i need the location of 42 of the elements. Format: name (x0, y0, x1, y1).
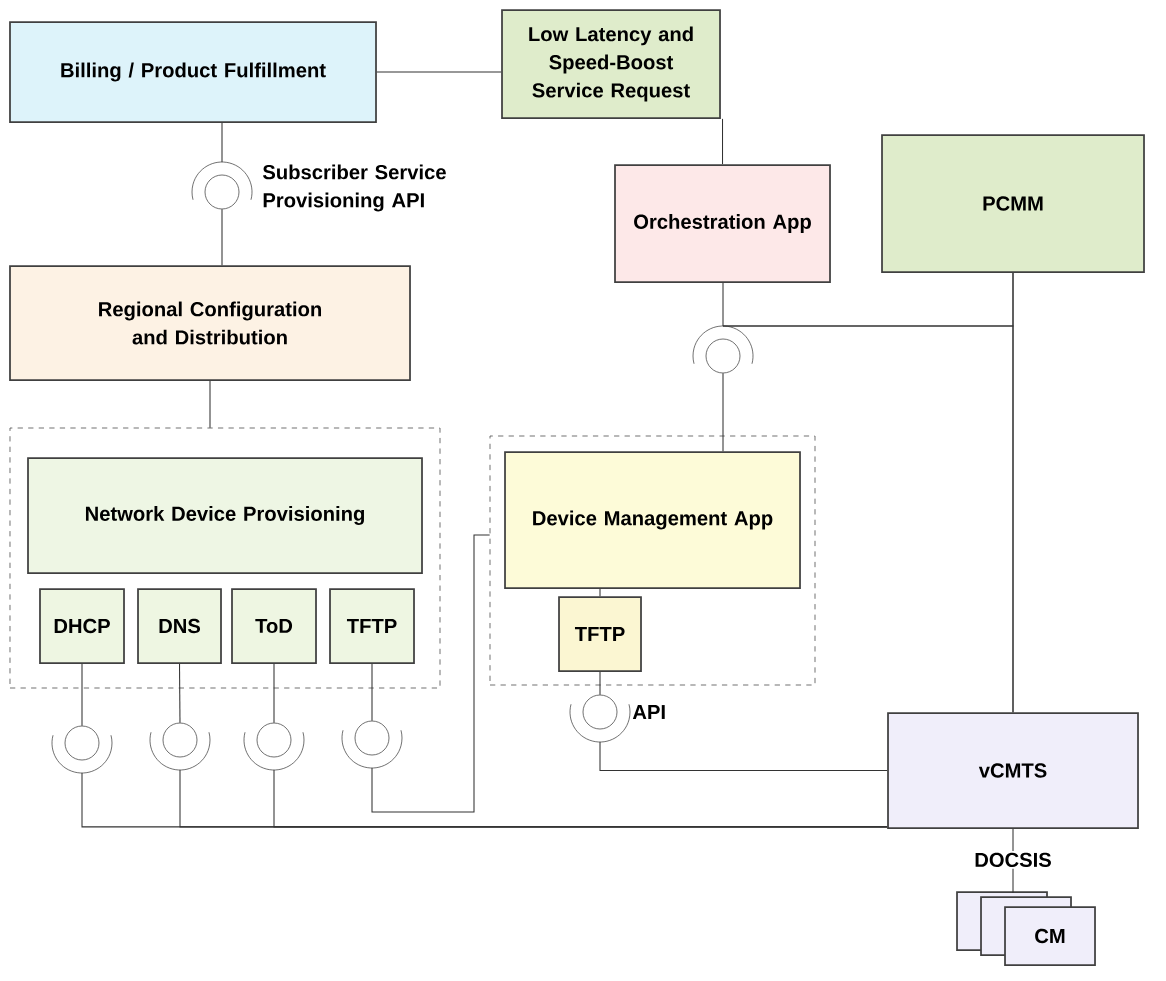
process-box: Low Latency and Speed-Boost Service Request (501, 9, 721, 119)
process-box: TFTP (329, 588, 415, 664)
interface-symbol (692, 325, 754, 374)
connector (599, 741, 888, 772)
edge-label: DOCSIS (975, 852, 1051, 868)
connector (273, 663, 275, 724)
process-box: DNS (137, 588, 222, 664)
connector (221, 208, 223, 266)
interface-symbol (149, 722, 211, 771)
process-box: PCMM (881, 134, 1145, 273)
connector (371, 534, 491, 813)
connector (81, 663, 83, 727)
connector (722, 282, 724, 327)
process-box: DHCP (39, 588, 125, 664)
connector (221, 122, 223, 163)
process-box: Billing / Product Fulfillment (9, 21, 377, 123)
interface-symbol (569, 694, 631, 743)
connector (1012, 272, 1014, 713)
connector (599, 671, 601, 696)
connector (721, 118, 724, 165)
interface-symbol (243, 722, 305, 771)
group-frame (489, 435, 816, 686)
connector (722, 372, 724, 452)
connector (599, 588, 601, 597)
interface-symbol (51, 725, 113, 774)
connector (209, 380, 211, 429)
interface-symbol (191, 161, 253, 210)
connector (178, 663, 181, 724)
process-box: Regional Configuration and Distribution (9, 265, 411, 381)
connector (376, 71, 502, 73)
connector (371, 663, 373, 722)
group-frame (9, 427, 441, 689)
process-box: Device Management App (504, 451, 801, 589)
process-box: TFTP (558, 596, 642, 672)
interface-label: Subscriber Service Provisioning API (262, 164, 446, 212)
process-box: Orchestration App (614, 164, 831, 283)
modem-stack: CM (956, 891, 1096, 966)
interface-label: API (632, 705, 665, 719)
process-box: ToD (231, 588, 317, 664)
interface-symbol (341, 720, 403, 769)
process-box: vCMTS (887, 712, 1139, 829)
process-box: Network Device Provisioning (27, 457, 423, 574)
